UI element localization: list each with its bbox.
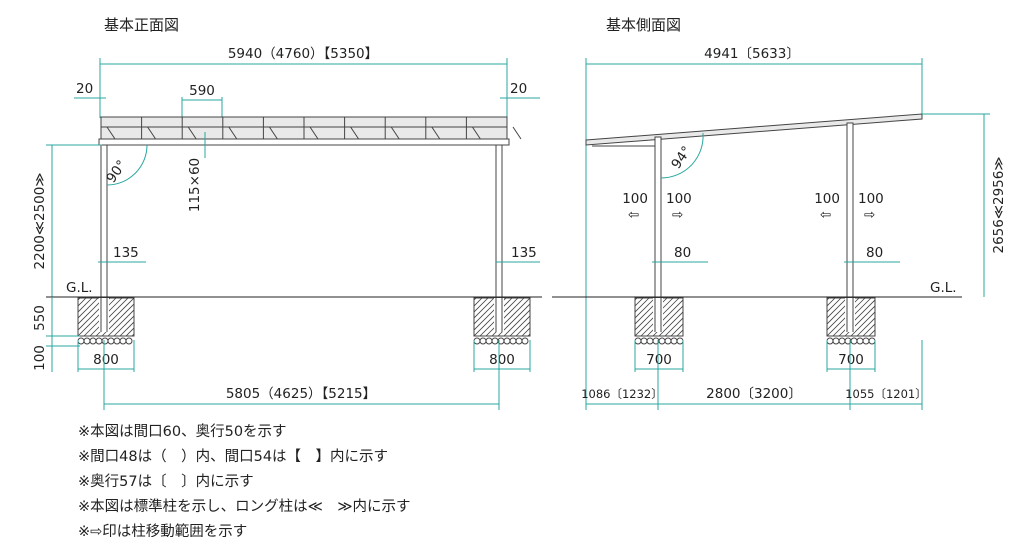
side-move-left-2-label: 100	[814, 191, 840, 207]
front-overall-width-label: 5940（4760）【5350】	[228, 46, 378, 62]
front-gl-label: G.L.	[66, 280, 93, 296]
side-footing-front	[634, 297, 684, 345]
front-view: 5940（4760）【5350】 20 20 590 90° 115×60 22…	[32, 46, 542, 410]
side-post-front-label: 80	[674, 245, 691, 261]
front-post-span-label: 5805（4625）【5215】	[226, 386, 376, 402]
side-view-title: 基本側面図	[606, 16, 681, 34]
side-post-rear-label: 80	[866, 245, 883, 261]
arrow-right-icon: ⇨	[864, 207, 875, 223]
front-footing-right	[473, 297, 531, 345]
front-left-overhang-label: 20	[76, 81, 93, 97]
front-post-left	[100, 144, 108, 298]
front-beam	[98, 138, 510, 146]
arrow-left-icon: ⇦	[628, 207, 639, 223]
side-footing-front-label: 700	[646, 352, 672, 368]
front-beam-height-label: 115×60	[187, 158, 203, 212]
side-rear-overhang-label: 1055〔1201〕	[845, 387, 927, 401]
side-angle-label: 94°	[668, 143, 695, 172]
front-depth-label: 550	[32, 305, 48, 331]
front-right-overhang-label: 20	[510, 81, 527, 97]
side-height-label: 2656≪2956≫	[991, 157, 1007, 254]
front-post-left-label: 135	[113, 245, 139, 261]
side-front-overhang-label: 1086〔1232〕	[581, 387, 663, 401]
note-2: ※間口48は（ ）内、間口54は【 】内に示す	[78, 448, 388, 465]
note-3: ※奥行57は〔 〕内に示す	[78, 473, 254, 490]
side-move-right-1-label: 100	[666, 191, 692, 207]
front-post-right	[495, 144, 503, 298]
front-rafter-pitch-label: 590	[189, 83, 215, 99]
side-post-front	[654, 136, 662, 298]
arrow-right-icon: ⇨	[672, 207, 683, 223]
arrow-left-icon: ⇦	[820, 207, 831, 223]
side-move-right-2-label: 100	[858, 191, 884, 207]
front-footing-right-label: 800	[489, 352, 515, 368]
side-view: 4941〔5633〕 94° 2656≪2956≫ 100 100 ⇦ ⇨ 10…	[552, 46, 1007, 410]
side-post-rear	[846, 122, 854, 298]
front-post-right-label: 135	[511, 245, 537, 261]
front-footing-left-label: 800	[93, 352, 119, 368]
side-footing-rear-label: 700	[838, 352, 864, 368]
side-footing-rear	[826, 297, 876, 345]
side-move-left-1-label: 100	[622, 191, 648, 207]
note-5: ※⇨印は柱移動範囲を示す	[78, 522, 247, 537]
front-view-title: 基本正面図	[104, 16, 179, 34]
note-1: ※本図は間口60、奥行50を示す	[78, 423, 287, 440]
front-height-label: 2200≪2500≫	[32, 173, 48, 270]
notes: ※本図は間口60、奥行50を示す ※間口48は（ ）内、間口54は【 】内に示す…	[78, 423, 411, 537]
front-footing-left	[77, 297, 135, 345]
side-post-span-label: 2800〔3200〕	[706, 386, 802, 402]
note-4: ※本図は標準柱を示し、ロング柱は≪ ≫内に示す	[78, 498, 411, 515]
side-overall-depth-label: 4941〔5633〕	[704, 46, 800, 62]
front-base-label: 100	[32, 345, 48, 371]
side-roof-panel	[585, 113, 923, 146]
side-gl-label: G.L.	[930, 280, 957, 296]
